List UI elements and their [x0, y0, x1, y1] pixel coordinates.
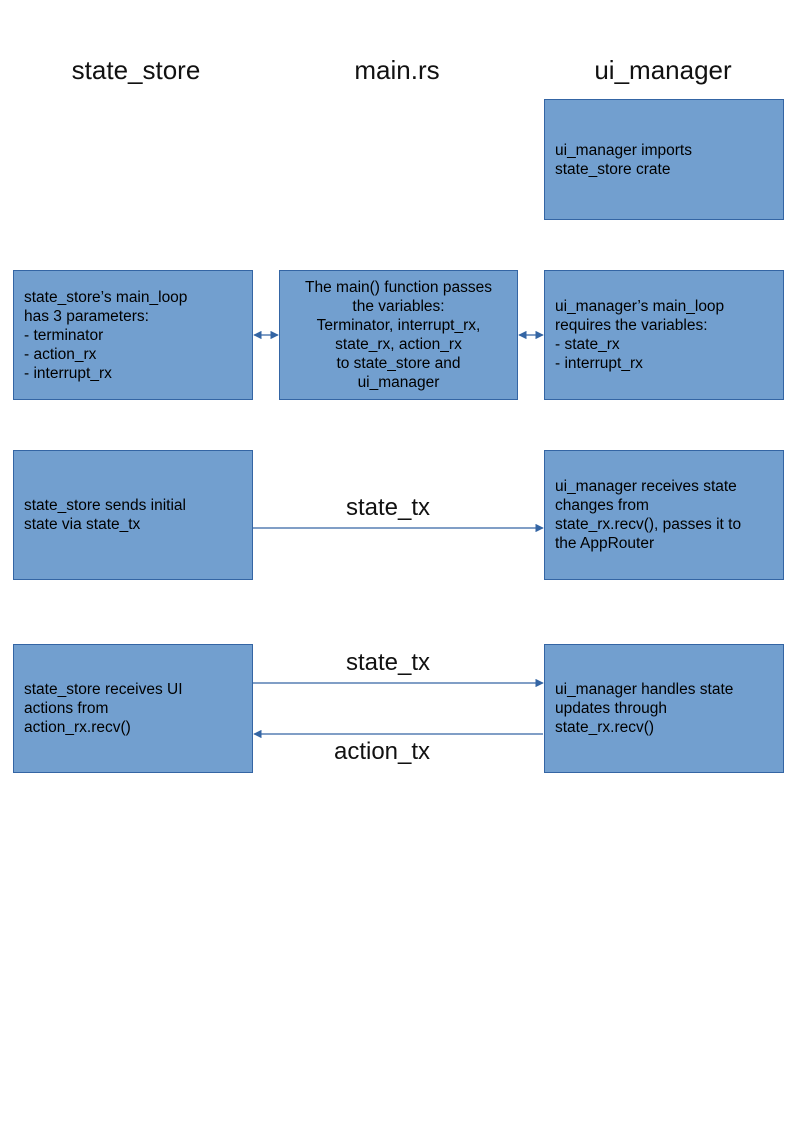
- box-text-line: state_rx.recv(), passes it to: [555, 516, 742, 533]
- column-title-ui-manager: ui_manager: [594, 55, 732, 85]
- box-text-line: updates through: [555, 700, 668, 717]
- box-text-line: action_rx.recv(): [24, 719, 131, 736]
- box-text-line: ui_manager receives state: [555, 478, 737, 495]
- box-text-line: ui_manager imports: [555, 141, 692, 159]
- column-title-main-rs: main.rs: [354, 55, 440, 85]
- box-text-line: state via state_tx: [24, 516, 141, 533]
- box-text-line: - interrupt_rx: [555, 355, 643, 372]
- main-function-box: The main() function passes the variables…: [279, 270, 518, 400]
- box-text-line: - interrupt_rx: [24, 364, 112, 382]
- box-text-line: has 3 parameters:: [24, 307, 149, 325]
- ui-manager-imports-box: ui_manager imports state_store crate: [544, 99, 784, 220]
- box-text-line: state_store crate: [555, 160, 671, 178]
- box-text-line: state_store’s main_loop: [24, 288, 188, 306]
- ui-manager-handles-box: ui_manager handles state updates through…: [544, 644, 784, 773]
- state-store-sends-box: state_store sends initial state via stat…: [13, 450, 253, 580]
- box-text-line: the variables:: [352, 298, 445, 315]
- column-title-state-store: state_store: [71, 55, 201, 85]
- state-store-main-loop-box: state_store’s main_loop has 3 parameters…: [13, 270, 253, 400]
- box-text-line: - action_rx: [24, 345, 97, 363]
- ui-manager-receives-box: ui_manager receives state changes from s…: [544, 450, 784, 580]
- ui-manager-main-loop-box: ui_manager’s main_loop requires the vari…: [544, 270, 784, 400]
- box-text-line: state_rx.recv(): [555, 719, 655, 736]
- box-text-line: - terminator: [24, 326, 104, 344]
- box-text-line: changes from: [555, 497, 649, 514]
- box-text-line: ui_manager: [357, 374, 440, 391]
- box-text-line: Terminator, interrupt_rx,: [316, 317, 481, 334]
- box-text-line: The main() function passes: [305, 279, 492, 296]
- box-text-line: the AppRouter: [555, 535, 655, 552]
- state-store-receives-box: state_store receives UI actions from act…: [13, 644, 253, 773]
- box-text-line: requires the variables:: [555, 317, 708, 334]
- box-text-line: - state_rx: [555, 336, 620, 353]
- action-tx-label: action_tx: [333, 738, 431, 765]
- updates-state-tx-label: state_tx: [345, 649, 431, 676]
- box-text-line: state_store receives UI: [24, 681, 183, 698]
- box-text-line: ui_manager’s main_loop: [555, 298, 725, 315]
- box-text-line: state_store sends initial: [24, 497, 186, 514]
- box-text-line: to state_store and: [336, 355, 461, 372]
- initial-state-tx-label: state_tx: [345, 494, 431, 521]
- box-text-line: actions from: [24, 700, 109, 717]
- box-text-line: state_rx, action_rx: [335, 336, 462, 353]
- box-text-line: ui_manager handles state: [555, 681, 734, 698]
